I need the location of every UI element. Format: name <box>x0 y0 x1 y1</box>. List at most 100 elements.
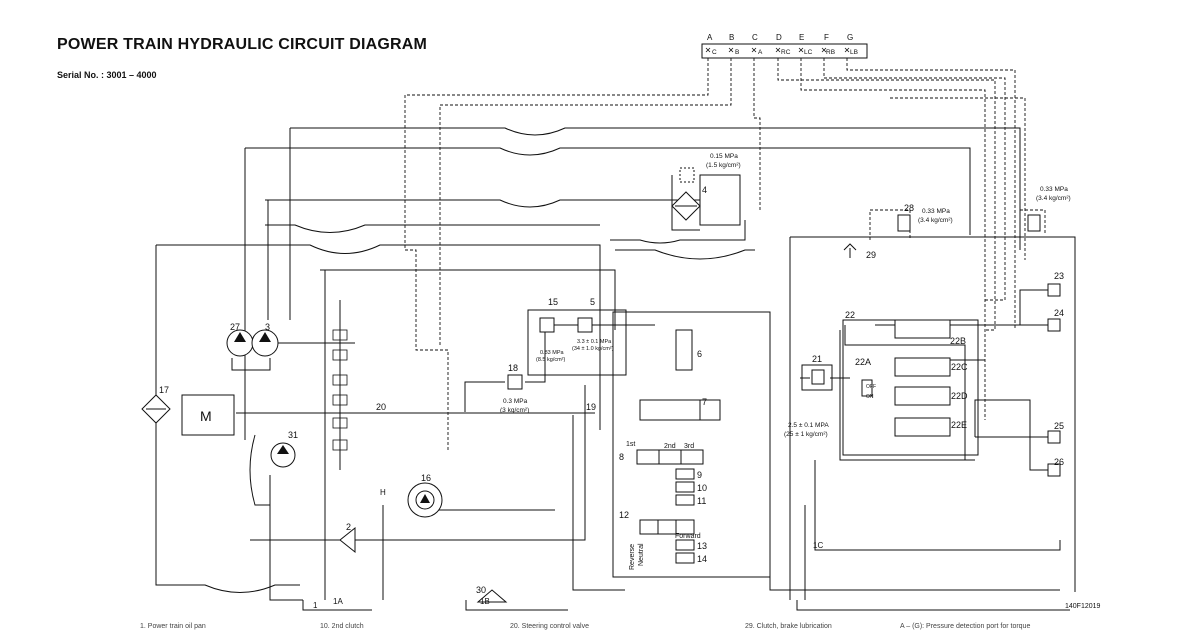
label-4: 4 <box>702 185 707 195</box>
label-8: 8 <box>619 452 624 462</box>
transmission-control-valve-frame <box>612 311 771 578</box>
footer-item-5: A – (G): Pressure detection port for tor… <box>900 623 1031 630</box>
label-9: 9 <box>697 470 702 480</box>
footer-item-4: 29. Clutch, brake lubrication <box>745 623 832 630</box>
label-18: 18 <box>508 363 518 373</box>
port-sub-c: C <box>712 49 717 56</box>
footer-item-1: 1. Power train oil pan <box>140 623 206 630</box>
shift-reverse: Reverse <box>629 544 636 570</box>
clutch-stack <box>332 329 348 451</box>
port-e: E <box>799 33 804 42</box>
cylinder-26 <box>1047 463 1061 477</box>
line-1b: 1B <box>480 597 490 606</box>
label-16: 16 <box>421 473 431 483</box>
label-22c: 22C <box>951 362 968 372</box>
shift-labels: 1st 2nd 3rd Forward Reverse Neutral OFF … <box>626 384 876 570</box>
label-27: 27 <box>230 322 240 332</box>
label-29: 29 <box>866 250 876 260</box>
pumps <box>226 329 296 468</box>
direction-valve-12 <box>639 519 695 535</box>
relief-valves <box>507 214 1041 397</box>
label-6: 6 <box>697 349 702 359</box>
port-sub-b: B <box>735 49 739 56</box>
label-23: 23 <box>1054 271 1064 281</box>
pressure-labels: 0.15 MPa (1.5 kg/cm²) 0.33 MPa (3.4 kg/c… <box>500 153 1071 438</box>
cylinder-25 <box>1047 430 1061 444</box>
clutch-9 <box>675 468 695 480</box>
label-11: 11 <box>697 496 706 506</box>
label-20: 20 <box>376 402 386 412</box>
label-13: 13 <box>697 541 707 551</box>
shift-neutral: Neutral <box>638 543 645 566</box>
label-28: 28 <box>904 203 914 213</box>
line-labels: 1 1A 1B 1C <box>313 541 823 610</box>
pressure-015-kg: (1.5 kg/cm²) <box>706 162 741 169</box>
cylinders <box>1047 283 1061 477</box>
cylinder-24 <box>1047 318 1061 332</box>
valve-21 <box>801 364 833 391</box>
shift-3rd: 3rd <box>684 443 694 450</box>
pump-31 <box>270 442 296 468</box>
relief-valve-block <box>527 309 627 376</box>
port-c: C <box>752 33 758 42</box>
label-5: 5 <box>590 297 595 307</box>
solid-lines <box>155 127 1076 611</box>
pressure-03-kg: (3 kg/cm²) <box>500 407 529 414</box>
shift-1st: 1st <box>626 441 635 448</box>
pressure-03: 0.3 MPa <box>503 398 528 405</box>
pressure-033-a-kg: (3.4 kg/cm²) <box>1036 195 1071 202</box>
page-title: POWER TRAIN HYDRAULIC CIRCUIT DIAGRAM <box>57 36 428 53</box>
speed-valve-8 <box>636 449 704 465</box>
pressure-33: 3.3 ± 0.1 MPa <box>577 339 612 345</box>
line-1c: 1C <box>813 541 823 550</box>
motor-label: M <box>200 408 212 424</box>
pressure-25: 2.5 ± 0.1 MPA <box>788 422 829 429</box>
label-10: 10 <box>697 483 707 493</box>
port-a: A <box>707 33 713 42</box>
label-22a: 22A <box>855 357 871 367</box>
tank-30 <box>476 589 508 603</box>
line-1: 1 <box>313 601 318 610</box>
valve-22a <box>861 379 873 397</box>
valve-21-spool <box>811 369 825 385</box>
shift-forward: Forward <box>675 533 701 540</box>
valve-22c <box>894 357 951 377</box>
label-12: 12 <box>619 510 629 520</box>
label-17: 17 <box>159 385 169 395</box>
relief-valve-5 <box>577 317 593 333</box>
clutch-13 <box>675 539 695 551</box>
label-15: 15 <box>548 297 558 307</box>
cylinder-23 <box>1047 283 1061 297</box>
lubrication-29 <box>843 243 857 258</box>
port-sub-rc: RC <box>781 49 791 56</box>
port-sub-lc: LC <box>804 49 813 56</box>
pressure-033-b: 0.33 MPa <box>922 208 950 215</box>
component-labels: 2 3 4 5 6 7 8 9 10 11 12 13 14 15 16 17 … <box>159 185 1064 595</box>
valve-7 <box>639 399 701 421</box>
bypass-valve-4 <box>679 167 695 183</box>
footer-item-2: 10. 2nd clutch <box>320 623 364 630</box>
port-d: D <box>776 33 782 42</box>
pressure-083: 0.83 MPa <box>540 350 564 356</box>
label-24: 24 <box>1054 308 1064 318</box>
relief-valve-18 <box>507 374 523 390</box>
label-7: 7 <box>702 397 707 407</box>
port-b: B <box>729 33 734 42</box>
valve-22b <box>894 319 951 339</box>
label-31: 31 <box>288 430 298 440</box>
label-22b: 22B <box>950 336 966 346</box>
clutch-11 <box>675 494 695 506</box>
pressure-083-kg: (8.5 kg/cm²) <box>536 357 566 363</box>
port-sub-rb: RB <box>826 49 835 56</box>
clutch-cylinders <box>675 468 695 564</box>
valve-on: ON <box>866 394 874 400</box>
relief-valve-15 <box>539 317 555 333</box>
port-sub-a: A <box>758 49 763 56</box>
label-25: 25 <box>1054 421 1064 431</box>
line-1a: 1A <box>333 597 343 606</box>
strainer-2 <box>339 526 356 554</box>
valve-22e <box>894 417 951 437</box>
label-h: H <box>380 488 386 497</box>
label-30: 30 <box>476 585 486 595</box>
